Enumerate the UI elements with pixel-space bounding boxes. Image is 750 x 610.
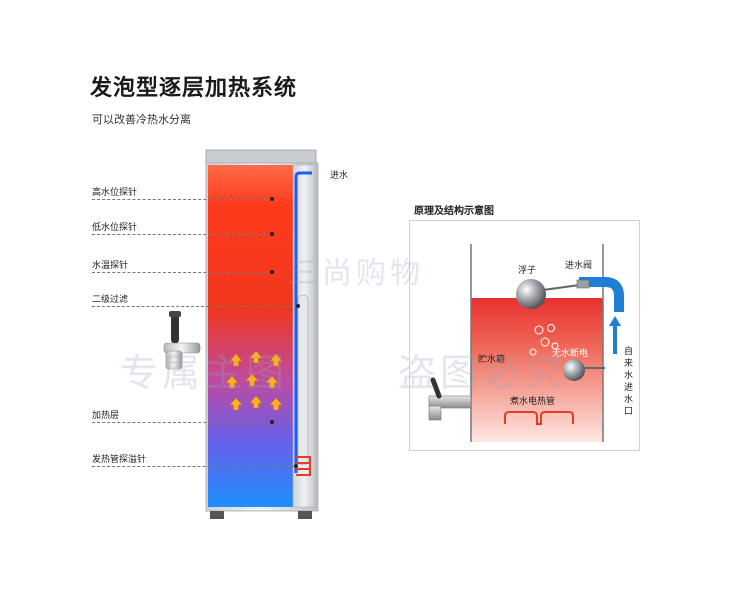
schematic-inlet-arrow — [609, 316, 621, 354]
schematic-cutoff-ball — [563, 359, 585, 381]
callout-leader-overflow-probe — [92, 466, 296, 467]
schematic-inlet-valve — [579, 277, 624, 312]
heat-arrows — [225, 350, 283, 411]
schematic-bubbles — [529, 324, 559, 356]
tap-water-inlet-label: 自来水进水口 — [624, 347, 634, 417]
callout-label-overflow-probe: 发热管探溢针 — [92, 455, 147, 465]
filter-tube — [297, 294, 309, 466]
callout-label-heating-layer: 加热层 — [92, 411, 120, 421]
schematic-float-ball — [516, 279, 546, 309]
heating-tube-label: 煮水电热管 — [510, 397, 556, 407]
inlet-label: 进水 — [330, 171, 349, 181]
inlet-valve-label: 进水阀 — [565, 261, 593, 271]
callout-leader-water-temp-probe — [92, 272, 272, 273]
tank-label: 贮水箱 — [478, 355, 506, 365]
callout-label-low-water-probe: 低水位探针 — [92, 223, 138, 233]
callout-dot-low-water-probe — [270, 232, 274, 236]
page-title: 发泡型逐层加热系统 — [90, 76, 298, 101]
callout-dot-water-temp-probe — [270, 270, 274, 274]
schematic-tap — [428, 377, 472, 421]
schematic-diagram — [409, 220, 640, 451]
callout-label-water-temp-probe: 水温探针 — [92, 261, 129, 271]
callout-dot-overflow-probe — [294, 464, 298, 468]
water-heater-illustration — [163, 149, 319, 519]
schematic-heating-tube — [504, 411, 574, 425]
inlet-pipe — [294, 171, 312, 473]
callout-dot-heating-layer — [270, 420, 274, 424]
schematic-title: 原理及结构示意图 — [414, 206, 494, 217]
machine-foot-right — [298, 511, 312, 519]
callout-leader-high-water-probe — [92, 199, 272, 200]
callout-leader-secondary-filter — [92, 306, 298, 307]
callout-label-high-water-probe: 高水位探针 — [92, 188, 138, 198]
machine-foot-left — [210, 511, 224, 519]
heating-coil — [296, 456, 311, 476]
tank-cutaway — [208, 165, 293, 507]
float-label: 浮子 — [518, 266, 537, 276]
callout-leader-heating-layer — [92, 422, 272, 423]
no-water-cutoff-label: 无水断电 — [552, 349, 589, 359]
page-subtitle: 可以改善冷热水分离 — [92, 113, 191, 126]
dispensing-tap — [163, 311, 201, 370]
callout-leader-low-water-probe — [92, 234, 272, 235]
callout-dot-high-water-probe — [270, 197, 274, 201]
callout-dot-secondary-filter — [296, 304, 300, 308]
callout-label-secondary-filter: 二级过滤 — [92, 295, 129, 305]
